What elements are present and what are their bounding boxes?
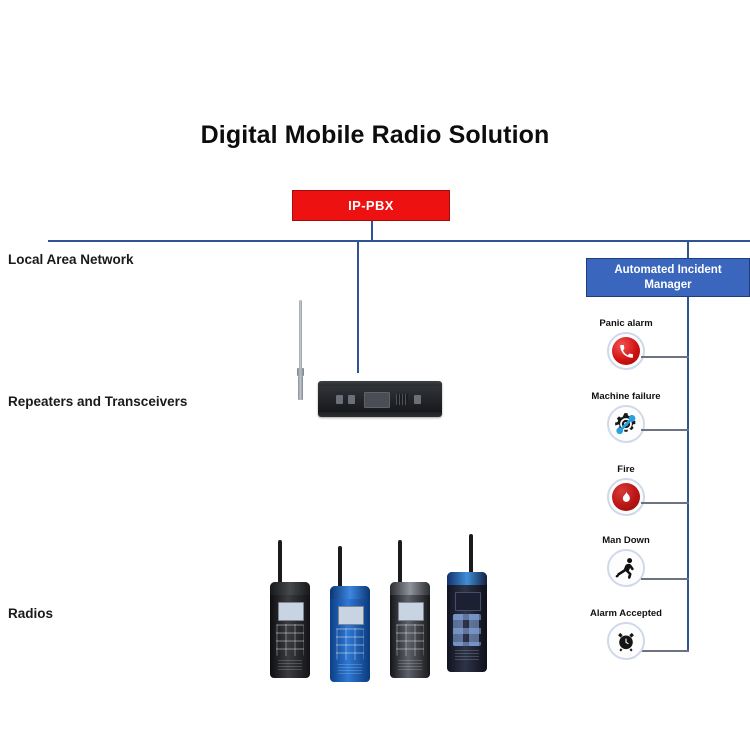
connector-panic-alarm-to-bus: [641, 356, 689, 358]
radio-body: [390, 582, 430, 678]
connector-machine-failure-to-bus: [641, 429, 689, 431]
radio-speaker-grill: [455, 650, 479, 660]
radio-display: [398, 602, 424, 621]
alert-man-down[interactable]: Man Down: [578, 535, 674, 587]
alert-label: Man Down: [602, 535, 650, 546]
row-label-local-area-network: Local Area Network: [8, 252, 134, 267]
alert-icon-frame: [607, 549, 645, 587]
radio-display: [455, 592, 481, 611]
automated-incident-manager-label: Automated Incident Manager: [614, 264, 722, 291]
alert-icon-frame: [607, 478, 645, 516]
radio-keypad: [336, 628, 364, 660]
automated-incident-manager-node[interactable]: Automated Incident Manager: [586, 258, 750, 297]
radio-antenna: [469, 534, 473, 574]
radio-top-controls: [390, 582, 430, 595]
radio-display: [278, 602, 304, 621]
alert-label: Panic alarm: [599, 318, 653, 329]
alert-icon-frame: [607, 332, 645, 370]
flame-icon: [612, 483, 640, 511]
alert-alarm-accepted[interactable]: Alarm Accepted: [578, 608, 674, 660]
repeater-knob-left: [336, 395, 343, 404]
alert-label: Machine failure: [591, 391, 661, 402]
radio-speaker-grill: [338, 664, 362, 674]
connector-lan-to-incident-manager: [687, 241, 689, 261]
connector-man-down-to-bus: [641, 578, 689, 580]
incident-manager-vertical-bus: [687, 296, 689, 652]
radio-antenna: [338, 546, 342, 588]
row-label-repeaters-and-transceivers: Repeaters and Transceivers: [8, 394, 188, 409]
radio-display: [338, 606, 364, 625]
radio-antenna: [398, 540, 402, 584]
radio-top-controls: [330, 586, 370, 599]
connector-fire-to-bus: [641, 502, 689, 504]
page-title: Digital Mobile Radio Solution: [200, 121, 550, 149]
antenna-mast-rod: [299, 300, 302, 370]
antenna-connector: [297, 368, 304, 376]
alert-icon-frame: [607, 622, 645, 660]
ip-pbx-node[interactable]: IP-PBX: [292, 190, 450, 221]
repeater-vent-right: [396, 394, 408, 405]
radio-top-controls: [447, 572, 487, 585]
radio-body: [330, 586, 370, 682]
radio-top-controls: [270, 582, 310, 595]
alert-label: Alarm Accepted: [590, 608, 662, 619]
radio-speaker-grill: [278, 660, 302, 670]
alert-fire[interactable]: Fire: [578, 464, 674, 516]
alert-icon-frame: [607, 405, 645, 443]
gear-wrench-icon: [612, 410, 640, 438]
connector-ippbx-to-lan: [371, 221, 373, 241]
radio-keypad: [453, 614, 481, 646]
alarm-clock-icon: [612, 627, 640, 655]
connector-lan-to-repeater: [357, 241, 359, 373]
radio-body: [447, 572, 487, 672]
antenna-mast-icon: [297, 300, 304, 400]
repeater-display: [364, 392, 390, 408]
row-label-radios: Radios: [8, 606, 54, 621]
repeater-rack-unit-icon: [318, 381, 442, 417]
phone-handset-icon: [612, 337, 640, 365]
radio-body: [270, 582, 310, 678]
radio-keypad: [396, 624, 424, 656]
connector-bus-to-alarm-accepted: [641, 650, 689, 652]
lan-backbone-line: [48, 240, 750, 242]
radio-antenna: [278, 540, 282, 584]
radio-speaker-grill: [398, 660, 422, 670]
repeater-knob-right: [414, 395, 421, 404]
antenna-base: [298, 376, 303, 400]
alert-label: Fire: [617, 464, 635, 475]
repeater-knob-left-2: [348, 395, 355, 404]
radio-keypad: [276, 624, 304, 656]
alert-panic-alarm[interactable]: Panic alarm: [578, 318, 674, 370]
ip-pbx-label: IP-PBX: [348, 198, 394, 213]
falling-person-icon: [612, 554, 640, 582]
alert-machine-failure[interactable]: Machine failure: [578, 391, 674, 443]
